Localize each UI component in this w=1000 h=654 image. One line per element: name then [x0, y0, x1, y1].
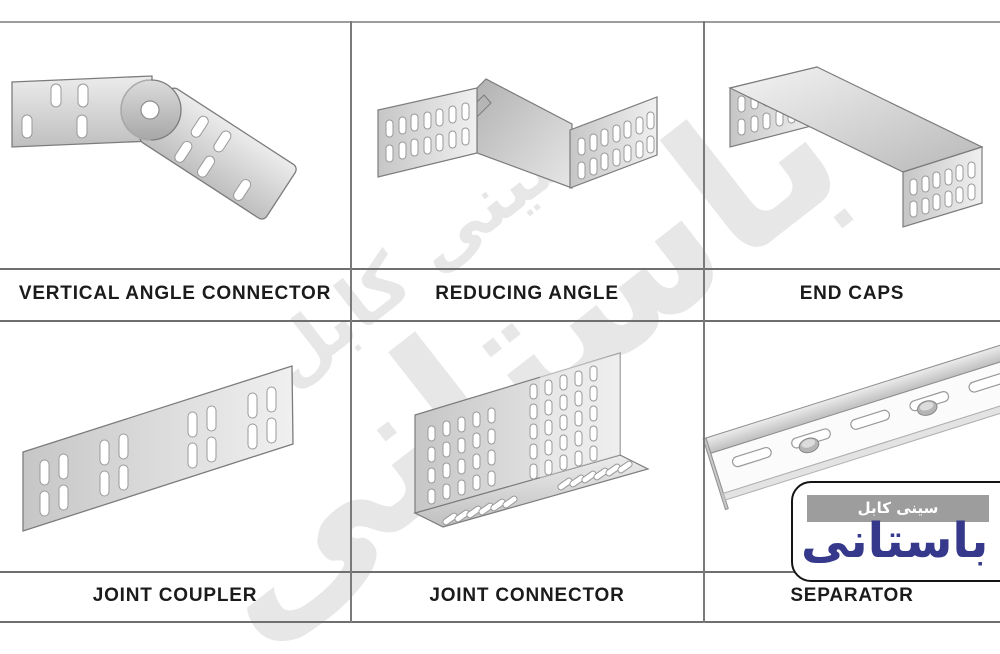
cell-label-separator: SEPARATOR — [790, 585, 914, 606]
grid-hline-row1-label-bottom — [0, 320, 1000, 322]
logo-tagline-bar: سینی کابل — [807, 495, 989, 522]
grid-hline-row1-label-top — [0, 268, 1000, 270]
vertical-angle-connector-diagram — [11, 75, 297, 220]
logo-brand-text: باستانی — [801, 513, 989, 569]
cell-label-end-caps: END CAPS — [799, 283, 905, 304]
separator-diagram — [702, 343, 1000, 511]
end-caps-diagram — [728, 66, 984, 228]
cell-label-vertical-angle-connector: VERTICAL ANGLE CONNECTOR — [18, 283, 332, 304]
grid-vline-1 — [350, 21, 352, 623]
cell-label-joint-connector: JOINT CONNECTOR — [429, 585, 625, 606]
joint-coupler-diagram — [22, 365, 294, 532]
joint-connector-diagram — [413, 352, 650, 528]
company-logo: سینی کابل باستانی — [791, 481, 1000, 582]
grid-vline-2 — [703, 21, 705, 623]
grid-hline-row2-label-bottom — [0, 621, 1000, 623]
cell-label-reducing-angle: REDUCING ANGLE — [435, 283, 619, 304]
grid-hline-top — [0, 21, 1000, 23]
cell-label-joint-coupler: JOINT COUPLER — [92, 585, 258, 606]
reducing-angle-diagram — [377, 78, 658, 189]
grid-hline-row2-label-top — [0, 571, 1000, 573]
